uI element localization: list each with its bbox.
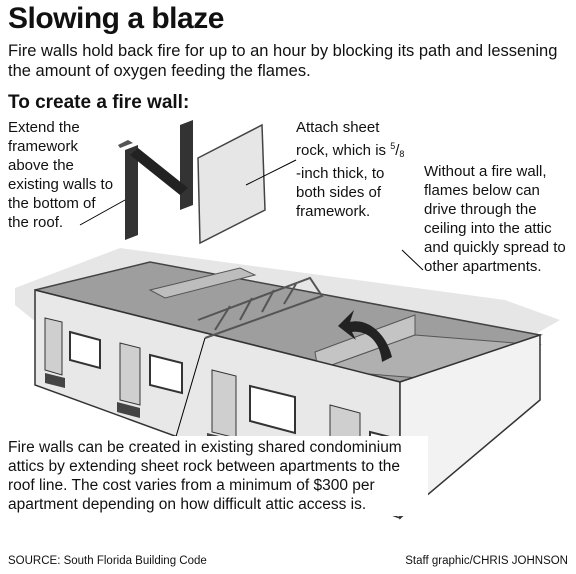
pointer-line — [245, 159, 297, 186]
page-title: Slowing a blaze — [8, 2, 224, 35]
window — [69, 330, 101, 370]
step-sheet-rock-note: Attach sheet rock, which is 5/8 -inch th… — [296, 118, 406, 221]
attic-partition — [148, 267, 257, 299]
pointer-line — [79, 199, 126, 226]
sheet-rock-text: Attach sheet rock, which is — [296, 119, 391, 159]
roof-truss — [197, 276, 324, 339]
intro-text: Fire walls hold back fire for up to an h… — [8, 42, 558, 80]
pointer-line — [401, 249, 424, 271]
sheet-rock-text-end: -inch thick, to both sides of framework. — [296, 165, 385, 220]
fraction-slash: / — [395, 142, 400, 159]
window — [249, 384, 296, 435]
door — [211, 369, 237, 439]
sheet-rock-panel — [197, 123, 266, 245]
framework-diagram — [118, 120, 193, 240]
source-line: SOURCE: South Florida Building Code — [8, 555, 207, 567]
fraction-denominator: 8 — [399, 149, 405, 159]
door — [119, 342, 141, 406]
no-fire-wall-warning: Without a fire wall, flames below can dr… — [424, 163, 566, 275]
section-heading: To create a fire wall: — [8, 92, 190, 113]
door — [44, 317, 63, 376]
fraction-numerator: 5 — [390, 141, 396, 151]
fire-wall-caption: Fire walls can be created in existing sh… — [8, 436, 428, 516]
flame-arrow-icon — [338, 310, 392, 362]
credit-line: Staff graphic/CHRIS JOHNSON — [405, 555, 568, 567]
step-framework-note: Extend the framework above the existing … — [8, 119, 114, 231]
pointer-line — [174, 337, 206, 441]
step — [45, 373, 65, 388]
window — [149, 353, 183, 395]
step — [117, 402, 140, 418]
